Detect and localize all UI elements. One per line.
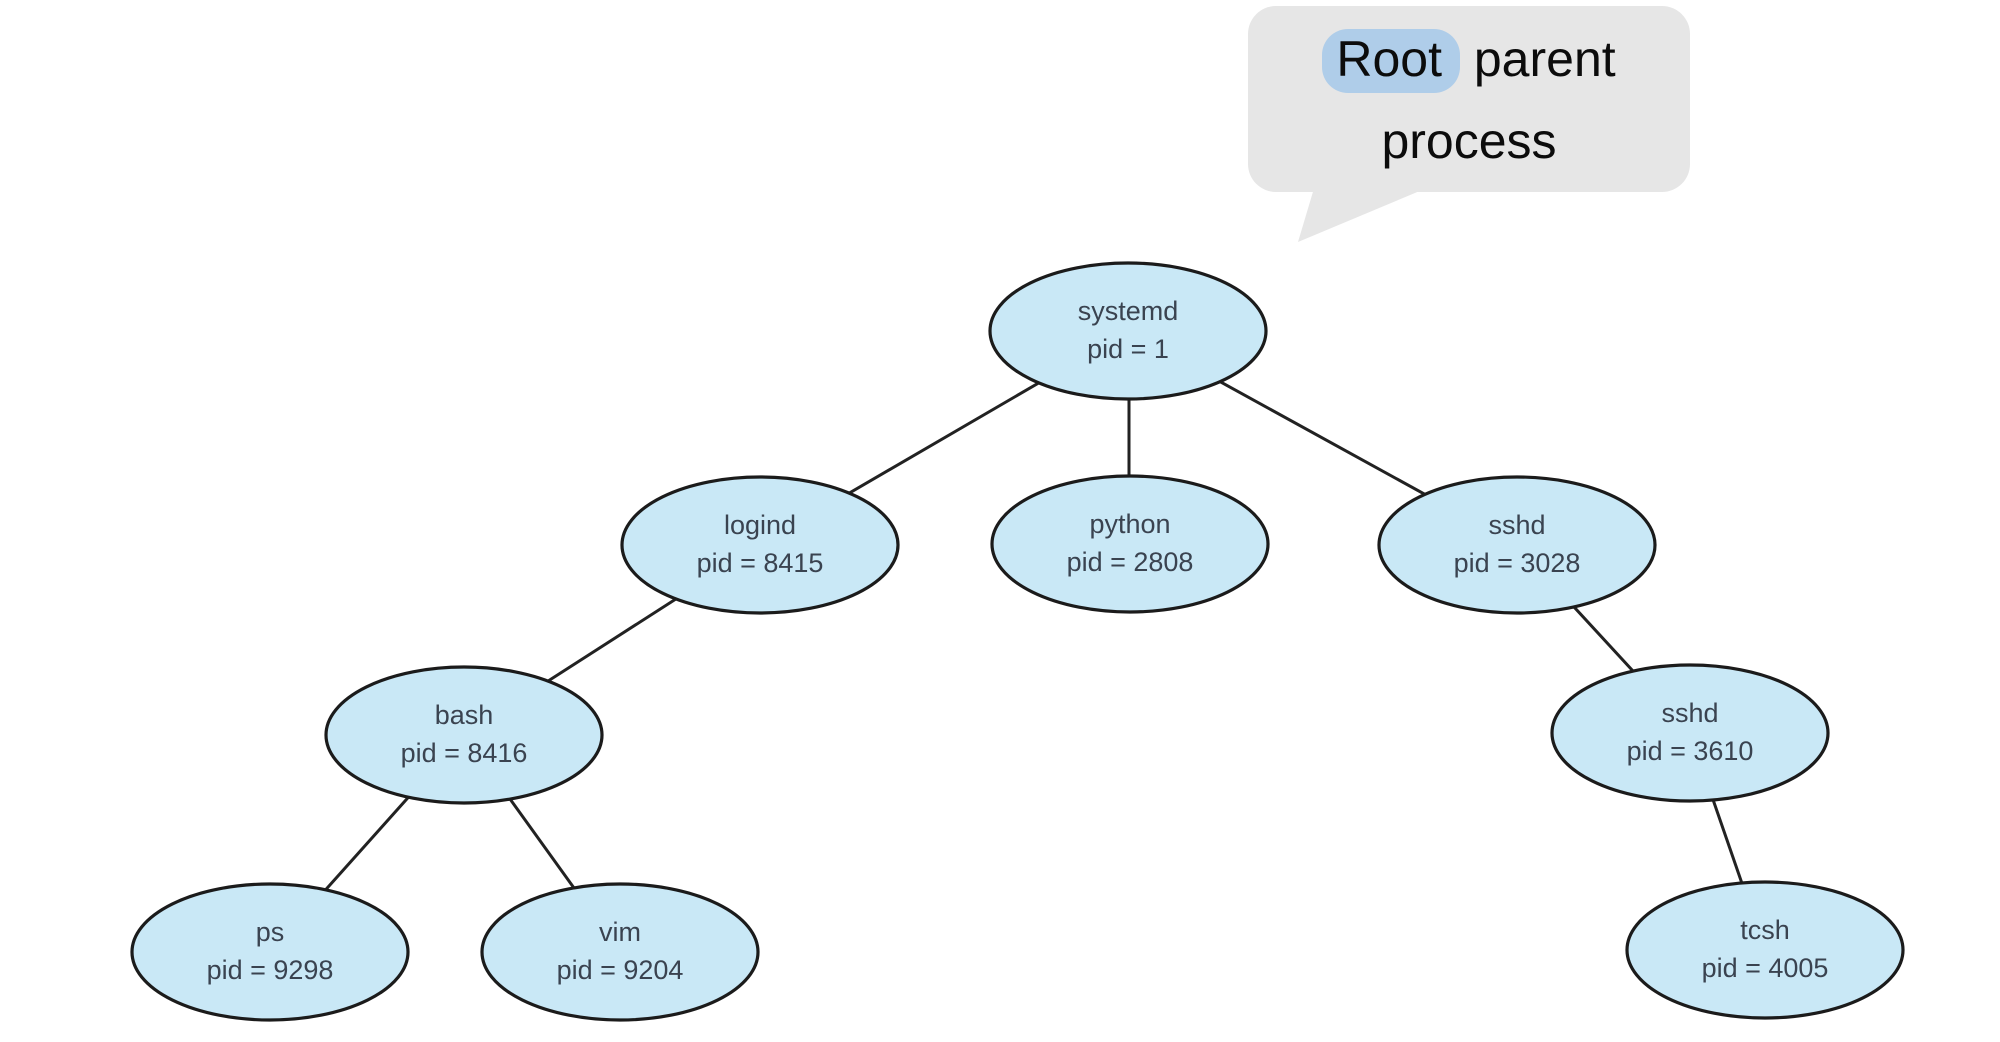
callout-line-1: Root parent [1248,18,1690,100]
process-node-python: python pid = 2808 [990,474,1270,614]
root-highlight: Root [1322,29,1460,93]
callout-line1-rest: parent [1473,31,1616,87]
process-node-tcsh: tcsh pid = 4005 [1625,880,1905,1020]
callout-line-2: process [1381,113,1557,169]
node-pid-label: pid = 2808 [1067,547,1194,577]
node-pid-label: pid = 1 [1087,334,1169,364]
node-name: ps [256,917,285,947]
node-ellipse [480,882,760,1022]
process-node-sshd-3028: sshd pid = 3028 [1377,475,1657,615]
node-ellipse [1377,475,1657,615]
node-ellipse [988,261,1268,401]
speech-bubble-tail [1298,185,1434,242]
node-pid-label: pid = 9298 [207,955,334,985]
process-node-logind: logind pid = 8415 [620,475,900,615]
node-name: python [1089,509,1170,539]
node-name: sshd [1661,698,1718,728]
node-ellipse [1625,880,1905,1020]
node-name: bash [435,700,494,730]
node-ellipse [324,665,604,805]
node-name: logind [724,510,796,540]
process-node-sshd-3610: sshd pid = 3610 [1550,663,1830,803]
root-parent-callout: Root parent process [1248,6,1690,192]
node-name: vim [599,917,641,947]
process-node-vim: vim pid = 9204 [480,882,760,1022]
process-node-bash: bash pid = 8416 [324,665,604,805]
node-name: systemd [1078,296,1179,326]
node-pid-label: pid = 4005 [1702,953,1829,983]
node-pid-label: pid = 8416 [401,738,528,768]
process-node-systemd: systemd pid = 1 [988,261,1268,401]
node-pid-label: pid = 8415 [697,548,824,578]
node-pid-label: pid = 3028 [1454,548,1581,578]
node-ellipse [130,882,410,1022]
node-ellipse [990,474,1270,614]
node-pid-label: pid = 3610 [1627,736,1754,766]
node-name: tcsh [1740,915,1790,945]
node-ellipse [620,475,900,615]
node-name: sshd [1488,510,1545,540]
process-node-ps: ps pid = 9298 [130,882,410,1022]
node-ellipse [1550,663,1830,803]
node-pid-label: pid = 9204 [557,955,684,985]
